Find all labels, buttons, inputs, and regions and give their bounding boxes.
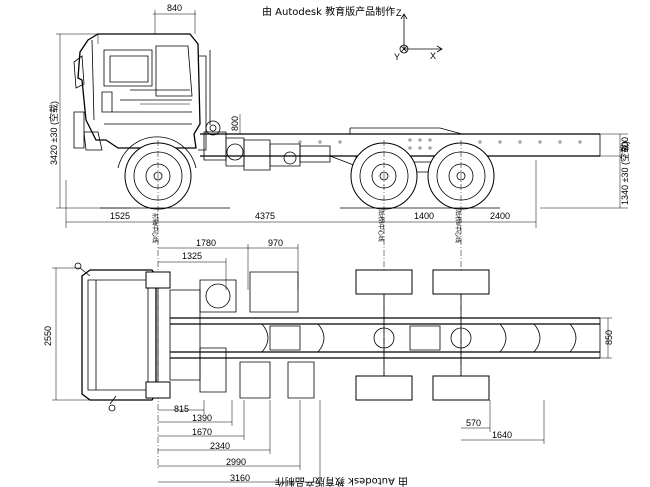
top-view: 1780 970 1325 2550 <box>43 238 614 486</box>
dim-970: 970 <box>268 238 283 248</box>
watermark-bottom: 由 Autodesk 教育版产品制作 <box>275 475 408 487</box>
label-rear-axle: 后桥Ⅱ中心线 <box>454 210 462 243</box>
dim-wheelbase-2: 1400 <box>414 211 434 221</box>
dim-1325: 1325 <box>182 251 202 261</box>
rear-axle-plan <box>432 269 490 401</box>
dim-frame-top-height: 1340 ±30 (空载) <box>619 141 630 205</box>
ucs-x-label: X <box>430 51 436 61</box>
dim-570: 570 <box>466 418 481 428</box>
dim-3160: 3160 <box>230 473 250 483</box>
ucs-y-label: Y <box>394 52 400 62</box>
watermark-top: 由 Autodesk 教育版产品制作 <box>262 5 395 18</box>
dim-frame-depth: 300 <box>620 137 630 152</box>
dim-1390: 1390 <box>192 413 212 423</box>
dim-815: 815 <box>174 404 189 414</box>
side-view: 840 3420 ±30 (空载) 800 <box>48 3 630 228</box>
dim-wheelbase-1: 4375 <box>255 211 275 221</box>
dim-front-overhang: 1525 <box>110 211 130 221</box>
dim-1780: 1780 <box>196 238 216 248</box>
dim-rear-overhang: 2400 <box>490 211 510 221</box>
dim-1670: 1670 <box>192 427 212 437</box>
front-wheel-side <box>117 136 197 210</box>
dim-frame-height: 800 <box>230 116 240 131</box>
dim-overall-height: 3420 ±30 (空载) <box>48 101 59 165</box>
ucs-z-label: Z <box>396 8 402 18</box>
label-front-axle: 前轴中心线 <box>151 213 159 243</box>
label-mid-axle: 后桥Ⅰ中心线 <box>377 210 385 242</box>
dim-frame-width: 850 <box>604 330 614 345</box>
dim-1640: 1640 <box>492 430 512 440</box>
dim-overall-width: 2550 <box>43 326 53 346</box>
dim-2990: 2990 <box>226 457 246 467</box>
ucs-icon: Z X Y <box>394 8 443 62</box>
dim-2340: 2340 <box>210 441 230 451</box>
mid-axle-plan <box>355 269 413 401</box>
dim-cab-overhang: 840 <box>167 3 182 13</box>
